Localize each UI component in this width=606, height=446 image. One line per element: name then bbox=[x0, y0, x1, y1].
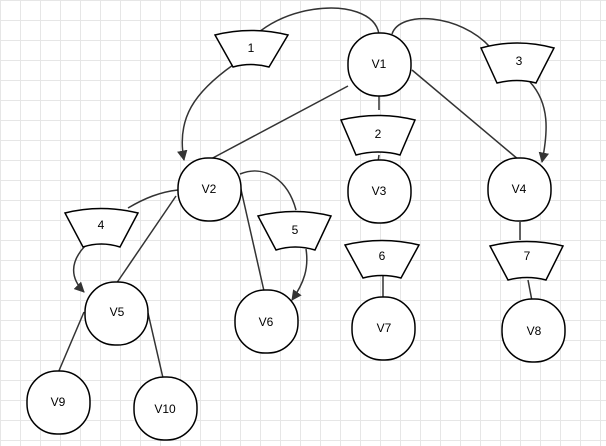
edge-labels: 1 2 3 4 5 6 7 bbox=[63, 29, 565, 281]
node-v4: V4 bbox=[487, 157, 552, 222]
node-v3: V3 bbox=[347, 159, 412, 224]
node-v10-label: V10 bbox=[154, 402, 176, 416]
node-v8: V8 bbox=[501, 298, 566, 363]
node-v10: V10 bbox=[133, 376, 198, 441]
edge-label-6: 6 bbox=[343, 239, 421, 279]
edge-v2-v6 bbox=[239, 184, 265, 292]
node-v6: V6 bbox=[234, 289, 299, 354]
arrow-label3-v4 bbox=[529, 81, 550, 164]
node-v9: V9 bbox=[26, 370, 91, 435]
node-v8-label: V8 bbox=[527, 324, 542, 338]
edge-v1-v4 bbox=[411, 69, 520, 161]
node-v5-label: V5 bbox=[110, 305, 125, 319]
edge-label-6-text: 6 bbox=[379, 249, 386, 263]
edge-v5-v9 bbox=[57, 311, 85, 374]
arrow-label5-v6 bbox=[291, 248, 308, 301]
node-v3-label: V3 bbox=[372, 184, 387, 198]
edge-v5-v10 bbox=[147, 312, 164, 379]
edge-label-1: 1 bbox=[213, 29, 290, 68]
edge-label-7-text: 7 bbox=[524, 249, 531, 263]
edge-v2-v5 bbox=[115, 195, 177, 285]
node-v1: V1 bbox=[347, 32, 412, 97]
edge-label-2-text: 2 bbox=[375, 127, 382, 141]
tree-edges bbox=[57, 69, 533, 379]
edge-label-3-text: 3 bbox=[516, 54, 523, 68]
node-v4-label: V4 bbox=[512, 182, 527, 196]
arrow-label1-v2 bbox=[177, 64, 234, 162]
edge-label-4-text: 4 bbox=[98, 218, 105, 232]
edge-v1-v2 bbox=[208, 85, 349, 161]
arrow-label4-v5 bbox=[72, 245, 86, 293]
edge-label-7: 7 bbox=[488, 240, 565, 281]
node-v7: V7 bbox=[351, 296, 416, 361]
edge-label-4: 4 bbox=[63, 207, 140, 248]
node-v2-label: V2 bbox=[202, 182, 217, 196]
tree-nodes: V1 V2 V3 V4 V5 V6 V7 V8 bbox=[26, 32, 566, 441]
edge-label-1-text: 1 bbox=[248, 41, 255, 55]
node-v7-label: V7 bbox=[377, 321, 392, 335]
node-v2: V2 bbox=[177, 157, 242, 222]
arrow-v2-label5 bbox=[239, 170, 297, 211]
node-v6-label: V6 bbox=[259, 315, 274, 329]
edge-label-3: 3 bbox=[479, 42, 556, 84]
arrow-v1-label3 bbox=[391, 17, 491, 48]
node-v5: V5 bbox=[84, 281, 149, 346]
edge-label-2: 2 bbox=[339, 114, 417, 156]
edge-label7-v8 bbox=[527, 279, 533, 302]
node-v1-label: V1 bbox=[372, 57, 387, 71]
arrow-v2-label4 bbox=[127, 189, 179, 209]
edge-label-5: 5 bbox=[256, 210, 333, 251]
edge-label-5-text: 5 bbox=[292, 223, 299, 237]
node-v9-label: V9 bbox=[51, 395, 66, 409]
curved-edges bbox=[72, 7, 550, 301]
